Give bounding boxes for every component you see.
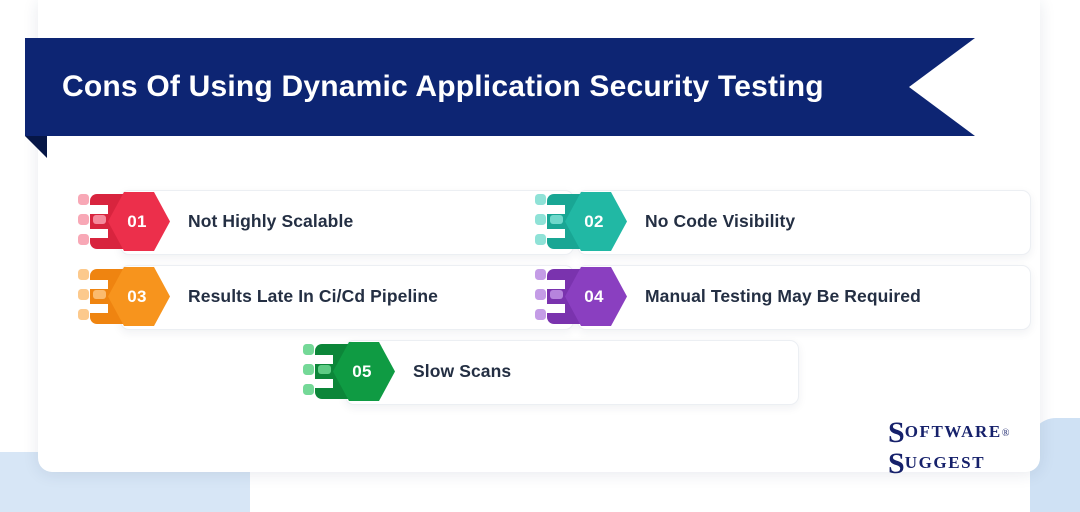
- logo-line-one: SOFTWARE®: [888, 418, 1028, 448]
- list-item-badge: 05: [303, 340, 413, 403]
- list-item-badge: 03: [78, 265, 188, 328]
- list-item-badge: 01: [78, 190, 188, 253]
- list-item-label: No Code Visibility: [645, 211, 796, 231]
- speed-line-dot-icon: [535, 289, 546, 300]
- logo-word-software: OFTWARE: [904, 422, 1002, 441]
- logo-capital-s-two: S: [888, 447, 905, 480]
- page-title: Cons Of Using Dynamic Application Securi…: [62, 70, 824, 103]
- logo-word-suggest: UGGEST: [904, 453, 986, 472]
- list-item-card: [120, 265, 574, 330]
- banner-shape: [25, 38, 975, 136]
- list-item-badge: 02: [535, 190, 645, 253]
- logo-capital-s-one: S: [888, 416, 905, 449]
- speed-line-bar-icon: [550, 290, 563, 299]
- list-item-number: 05: [352, 361, 372, 381]
- list-item-label: Slow Scans: [413, 361, 512, 381]
- list-item-card: [577, 265, 1031, 330]
- list-item[interactable]: 01 Not Highly Scalable: [78, 190, 580, 255]
- speed-line-dot-icon: [78, 309, 89, 320]
- list-item-label: Results Late In Ci/Cd Pipeline: [188, 286, 438, 306]
- list-item[interactable]: 04 Manual Testing May Be Required: [535, 265, 1037, 330]
- registered-trademark-icon: ®: [1001, 428, 1010, 439]
- speed-line-dot-icon: [78, 234, 89, 245]
- speed-line-dot-icon: [78, 194, 89, 205]
- speed-line-bar-icon: [93, 290, 106, 299]
- list-item[interactable]: 05 Slow Scans: [303, 340, 805, 405]
- speed-line-dot-icon: [535, 234, 546, 245]
- speed-line-dot-icon: [78, 214, 89, 225]
- logo-line-two: SUGGEST: [888, 449, 1028, 479]
- list-item-label: Not Highly Scalable: [188, 211, 354, 231]
- list-item-card: [577, 190, 1031, 255]
- list-item-number: 04: [584, 286, 604, 306]
- list-item[interactable]: 02 No Code Visibility: [535, 190, 1037, 255]
- speed-line-bar-icon: [318, 365, 331, 374]
- list-item-number: 01: [127, 211, 147, 231]
- list-item-badge: 04: [535, 265, 645, 328]
- speed-line-dot-icon: [78, 289, 89, 300]
- speed-line-dot-icon: [535, 269, 546, 280]
- list-item-label: Manual Testing May Be Required: [645, 286, 921, 306]
- list-item-number: 03: [127, 286, 147, 306]
- speed-line-dot-icon: [303, 384, 314, 395]
- speed-line-dot-icon: [535, 214, 546, 225]
- list-item-card: [345, 340, 799, 405]
- softwaresuggest-logo: SOFTWARE® SUGGEST: [888, 418, 1028, 479]
- list-item[interactable]: 03 Results Late In Ci/Cd Pipeline: [78, 265, 580, 330]
- speed-line-dot-icon: [78, 269, 89, 280]
- speed-line-bar-icon: [550, 215, 563, 224]
- list-item-card: [120, 190, 574, 255]
- title-banner: Cons Of Using Dynamic Application Securi…: [25, 38, 975, 158]
- speed-line-bar-icon: [93, 215, 106, 224]
- cons-list: 01 Not Highly Scalable 02 No Code Visibilit…: [38, 190, 1040, 420]
- list-item-number: 02: [584, 211, 604, 231]
- speed-line-dot-icon: [535, 309, 546, 320]
- speed-line-dot-icon: [303, 364, 314, 375]
- speed-line-dot-icon: [535, 194, 546, 205]
- speed-line-dot-icon: [303, 344, 314, 355]
